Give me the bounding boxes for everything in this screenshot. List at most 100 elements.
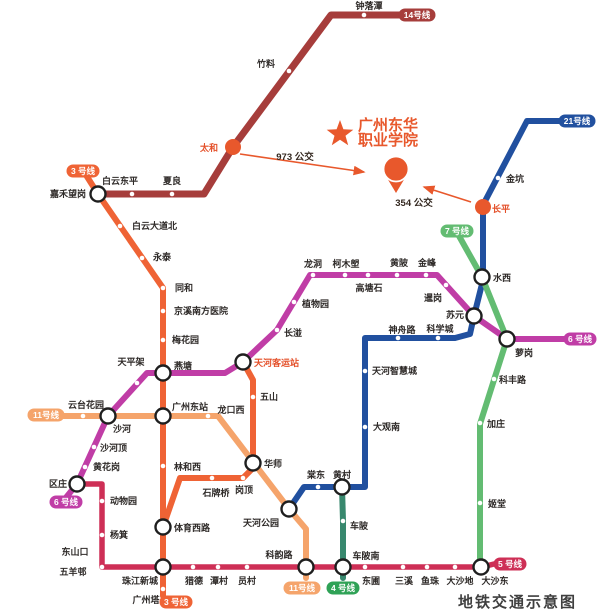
station-label-大沙地: 大沙地 bbox=[446, 575, 473, 586]
line-6-badge-label: 6 号线 bbox=[568, 334, 593, 344]
line-6-station-dot bbox=[342, 272, 348, 278]
interchange-体育西路 bbox=[154, 518, 172, 536]
line-14-station-dot bbox=[169, 191, 175, 197]
college-name-line1: 广州东华 bbox=[358, 116, 418, 134]
line-11-badge-label: 11号线 bbox=[289, 583, 315, 593]
station-label-水西: 水西 bbox=[493, 272, 511, 283]
station-label-大观南: 大观南 bbox=[373, 421, 400, 432]
station-label-龙洞: 龙洞 bbox=[303, 258, 322, 269]
station-label-夏良: 夏良 bbox=[162, 175, 181, 186]
station-label-沙河: 沙河 bbox=[113, 423, 131, 434]
station-label-黄花岗: 黄花岗 bbox=[93, 461, 120, 472]
station-label-东山口: 东山口 bbox=[61, 546, 88, 557]
line-14-badge bbox=[398, 8, 436, 22]
station-label-员村: 员村 bbox=[238, 575, 256, 586]
line-6-station-dot bbox=[134, 380, 140, 386]
station-label-金峰: 金峰 bbox=[417, 257, 437, 268]
station-label-嘉禾望岗: 嘉禾望岗 bbox=[49, 188, 86, 199]
station-label-暹岗: 暹岗 bbox=[424, 292, 442, 303]
station-label-五羊邨: 五羊邨 bbox=[59, 566, 86, 577]
line-3-station-dot bbox=[160, 586, 166, 592]
station-label-柯木塱: 柯木塱 bbox=[332, 258, 359, 269]
line-3-station-dot bbox=[160, 308, 166, 314]
line-3-station-dot bbox=[160, 463, 166, 469]
line-3-badge-label: 3 号线 bbox=[164, 597, 189, 607]
line-3-badge bbox=[159, 595, 193, 609]
line-6-station-dot bbox=[91, 444, 97, 450]
line-11-badge-label: 11号线 bbox=[33, 410, 59, 420]
station-label-区庄: 区庄 bbox=[49, 478, 67, 489]
station-label-东圃: 东圃 bbox=[362, 575, 380, 586]
station-label-长平: 长平 bbox=[492, 203, 510, 214]
station-label-体育西路: 体育西路 bbox=[174, 522, 211, 533]
station-label-天平架: 天平架 bbox=[117, 356, 144, 367]
line-3-badge-label: 3 号线 bbox=[71, 166, 96, 176]
line-4-station-dot bbox=[340, 518, 346, 524]
bus-973-label: 973 公交 bbox=[276, 151, 314, 163]
station-label-棠东: 棠东 bbox=[306, 469, 325, 480]
line-21-station-dot bbox=[495, 175, 501, 181]
station-label-同和: 同和 bbox=[175, 282, 193, 293]
line-7-badge-label: 7 号线 bbox=[445, 226, 470, 236]
station-label-猎德: 猎德 bbox=[185, 575, 203, 586]
station-label-金坑: 金坑 bbox=[505, 173, 524, 184]
line-6-station-dot bbox=[274, 327, 280, 333]
line-6-badge bbox=[563, 332, 597, 346]
line-5-station-dot bbox=[99, 532, 105, 538]
station-label-广州东站: 广州东站 bbox=[172, 401, 208, 412]
line-3-station-dot bbox=[250, 394, 256, 400]
line-3-station-dot bbox=[209, 475, 215, 481]
interchange-苏元 bbox=[465, 307, 483, 325]
station-label-姬堂: 姬堂 bbox=[487, 498, 506, 509]
interchange-广州东站 bbox=[154, 407, 172, 425]
line-14-station-dot bbox=[129, 191, 135, 197]
bus-973-arrow bbox=[239, 153, 366, 176]
line-7-station-dot bbox=[477, 500, 483, 506]
line-5-station-dot bbox=[99, 564, 105, 570]
station-label-广州塔: 广州塔 bbox=[132, 594, 160, 605]
station-label-岗顶: 岗顶 bbox=[235, 484, 253, 495]
line-3 bbox=[83, 172, 166, 599]
line-7-station-dot bbox=[491, 376, 497, 382]
station-label-鱼珠: 鱼珠 bbox=[421, 575, 440, 586]
line-21-station-dot bbox=[362, 368, 368, 374]
station-label-林和西: 林和西 bbox=[174, 461, 201, 472]
highlight-station-长平 bbox=[475, 199, 491, 215]
line-3-badge bbox=[66, 164, 100, 178]
line-6-station-dot bbox=[82, 464, 88, 470]
station-label-石牌桥: 石牌桥 bbox=[201, 487, 230, 498]
station-label-动物园: 动物园 bbox=[110, 495, 137, 506]
interchange-天河客运站 bbox=[234, 353, 252, 371]
line-6-station-dot bbox=[394, 272, 400, 278]
line-21-badge-label: 21号线 bbox=[564, 116, 591, 126]
line-6-station-dot bbox=[291, 299, 297, 305]
line-5-station-dot bbox=[424, 564, 430, 570]
station-label-黄陂: 黄陂 bbox=[390, 257, 409, 268]
interchange-燕塘 bbox=[154, 364, 172, 382]
line-4-badge bbox=[326, 581, 360, 595]
station-label-天河智慧城: 天河智慧城 bbox=[372, 365, 417, 376]
station-label-龙口西: 龙口西 bbox=[216, 404, 244, 415]
line-11-badge bbox=[283, 581, 321, 595]
station-label-沙河顶: 沙河顶 bbox=[100, 442, 127, 453]
line-3-station-dot bbox=[117, 223, 123, 229]
college-name-line2: 职业学院 bbox=[358, 131, 418, 149]
station-label-太和: 太和 bbox=[199, 142, 218, 153]
line-3 bbox=[160, 359, 256, 530]
interchange-华师 bbox=[244, 454, 262, 472]
station-label-萝岗: 萝岗 bbox=[515, 347, 533, 358]
station-label-车陂: 车陂 bbox=[350, 520, 369, 531]
college-location-pin-icon bbox=[382, 155, 410, 193]
station-label-苏元: 苏元 bbox=[446, 309, 464, 320]
line-7 bbox=[456, 233, 510, 571]
station-label-加庄: 加庄 bbox=[486, 418, 505, 429]
station-label-神舟路: 神舟路 bbox=[388, 324, 416, 335]
line-7-station-dot bbox=[477, 420, 483, 426]
line-14-station-dot bbox=[286, 68, 292, 74]
station-label-大沙东: 大沙东 bbox=[481, 575, 508, 586]
line-14 bbox=[94, 11, 404, 198]
line-3-station-dot bbox=[160, 337, 166, 343]
line-5-badge bbox=[493, 557, 527, 571]
station-label-天河公园: 天河公园 bbox=[243, 517, 279, 528]
